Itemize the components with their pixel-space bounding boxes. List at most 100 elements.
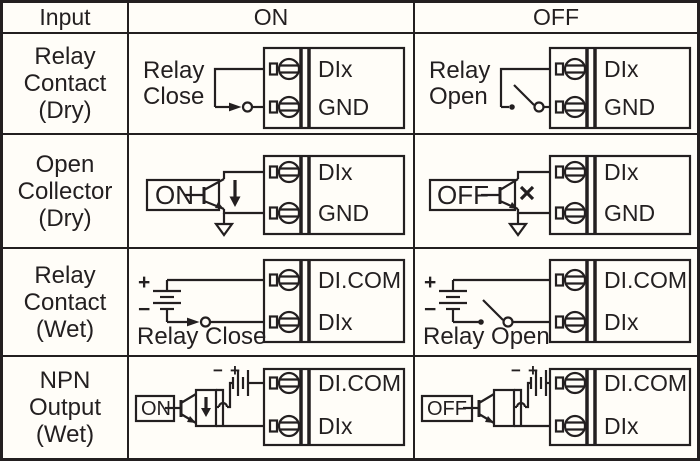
row-label-npn-output-wet: NPN Output (Wet) [3, 357, 127, 458]
terminal-label-top: DI.COM [604, 267, 687, 293]
terminal-label-top: DIx [604, 159, 639, 185]
source-box [428, 178, 517, 212]
wiring-diagram-off: −+ OFF DI.COM DIx [420, 361, 692, 447]
closed-switch-icon [187, 316, 264, 328]
switch-state-label: Relay Open [423, 323, 550, 350]
battery-plus-label: + [424, 271, 436, 294]
terminal-label-top: DI.COM [318, 370, 401, 396]
header-off-label: OFF [533, 4, 579, 30]
screw-terminal-icon [268, 57, 301, 81]
label-line: (Wet) [35, 315, 95, 343]
terminal-label-bottom: GND [318, 94, 369, 120]
screw-terminal-icon [268, 310, 301, 334]
screw-terminal-icon [554, 57, 587, 81]
source-box [145, 178, 221, 212]
cell-npn-output-wet-off: −+ OFF DI.COM DIx [415, 357, 697, 458]
terminal-label-bottom: DIx [318, 413, 353, 439]
battery-plus-label: + [138, 271, 150, 294]
screw-terminal-icon [554, 268, 587, 292]
screw-terminal-icon [268, 160, 301, 184]
header-off: OFF [415, 3, 697, 32]
battery-minus-label: − [424, 298, 436, 321]
row-label-relay-contact-wet: Relay Contact (Wet) [3, 249, 127, 355]
row-label-open-collector-dry: Open Collector (Dry) [3, 135, 127, 247]
switch-state-label: Relay Close [137, 323, 266, 350]
wire [525, 381, 531, 409]
relay-state-line2: Close [143, 83, 204, 110]
source-state-label: OFF [437, 180, 489, 210]
screw-terminal-icon [554, 201, 587, 225]
npn-transistor-icon [481, 178, 519, 211]
wire [514, 388, 523, 426]
no-current-cross-icon [519, 185, 535, 201]
wire [499, 67, 550, 107]
terminal-label-bottom: DIx [604, 413, 639, 439]
relay-state-line1: Relay [429, 57, 490, 84]
label-line: (Wet) [35, 421, 95, 448]
wire [222, 209, 264, 215]
battery-icon [439, 280, 467, 322]
terminal-label-bottom: GND [604, 94, 655, 120]
terminal-label-top: DIx [604, 56, 639, 82]
ground-icon [213, 213, 235, 237]
open-switch-icon [478, 299, 550, 328]
header-on: ON [129, 3, 413, 32]
row-label-text: NPN Output (Wet) [29, 367, 101, 448]
wire [227, 381, 233, 409]
battery-plus-label: + [230, 361, 240, 380]
label-line: Contact [23, 288, 107, 316]
screw-terminal-icon [554, 95, 587, 119]
closed-switch-icon [229, 101, 264, 113]
wire [216, 388, 225, 426]
row-label-relay-contact-dry: Relay Contact (Dry) [3, 34, 127, 133]
screw-terminal-icon [554, 371, 587, 395]
header-input: Input [3, 3, 127, 32]
label-line: Open [35, 150, 95, 178]
wire [516, 170, 550, 179]
source-state-label: OFF [427, 398, 467, 420]
npn-transistor-icon [165, 393, 197, 424]
terminal-label-top: DI.COM [318, 267, 401, 293]
screw-terminal-icon [268, 414, 301, 438]
label-line: (Dry) [38, 204, 92, 232]
source-state-label: ON [141, 398, 171, 420]
battery-icon [153, 280, 181, 322]
battery-minus-label: − [138, 298, 150, 321]
terminal-label-top: DI.COM [604, 370, 687, 396]
label-line: Contact [23, 70, 107, 97]
screw-terminal-icon [554, 310, 587, 334]
wire-hop [515, 401, 527, 408]
screw-terminal-icon [554, 160, 587, 184]
open-switch-icon [509, 84, 550, 113]
header-input-label: Input [39, 4, 91, 30]
screw-terminal-icon [554, 414, 587, 438]
label-line: Output [28, 394, 102, 421]
relay-state-line2: Open [429, 83, 488, 110]
terminal-block: DI.COM DIx [548, 367, 692, 447]
row-label-text: Open Collector (Dry) [18, 151, 113, 232]
wire [222, 170, 264, 179]
ground-icon [507, 213, 529, 237]
screw-terminal-icon [268, 95, 301, 119]
battery-minus-label: − [511, 361, 521, 380]
npn-transistor-icon [185, 178, 225, 211]
current-down-arrow-icon [201, 397, 211, 417]
label-line: Collector [17, 177, 113, 205]
terminal-block: DI.COM DIx [262, 367, 406, 447]
battery-plus-label: + [528, 361, 538, 380]
label-line: Relay [34, 43, 96, 70]
npn-transistor-icon [463, 393, 495, 424]
input-path-box [492, 388, 516, 428]
